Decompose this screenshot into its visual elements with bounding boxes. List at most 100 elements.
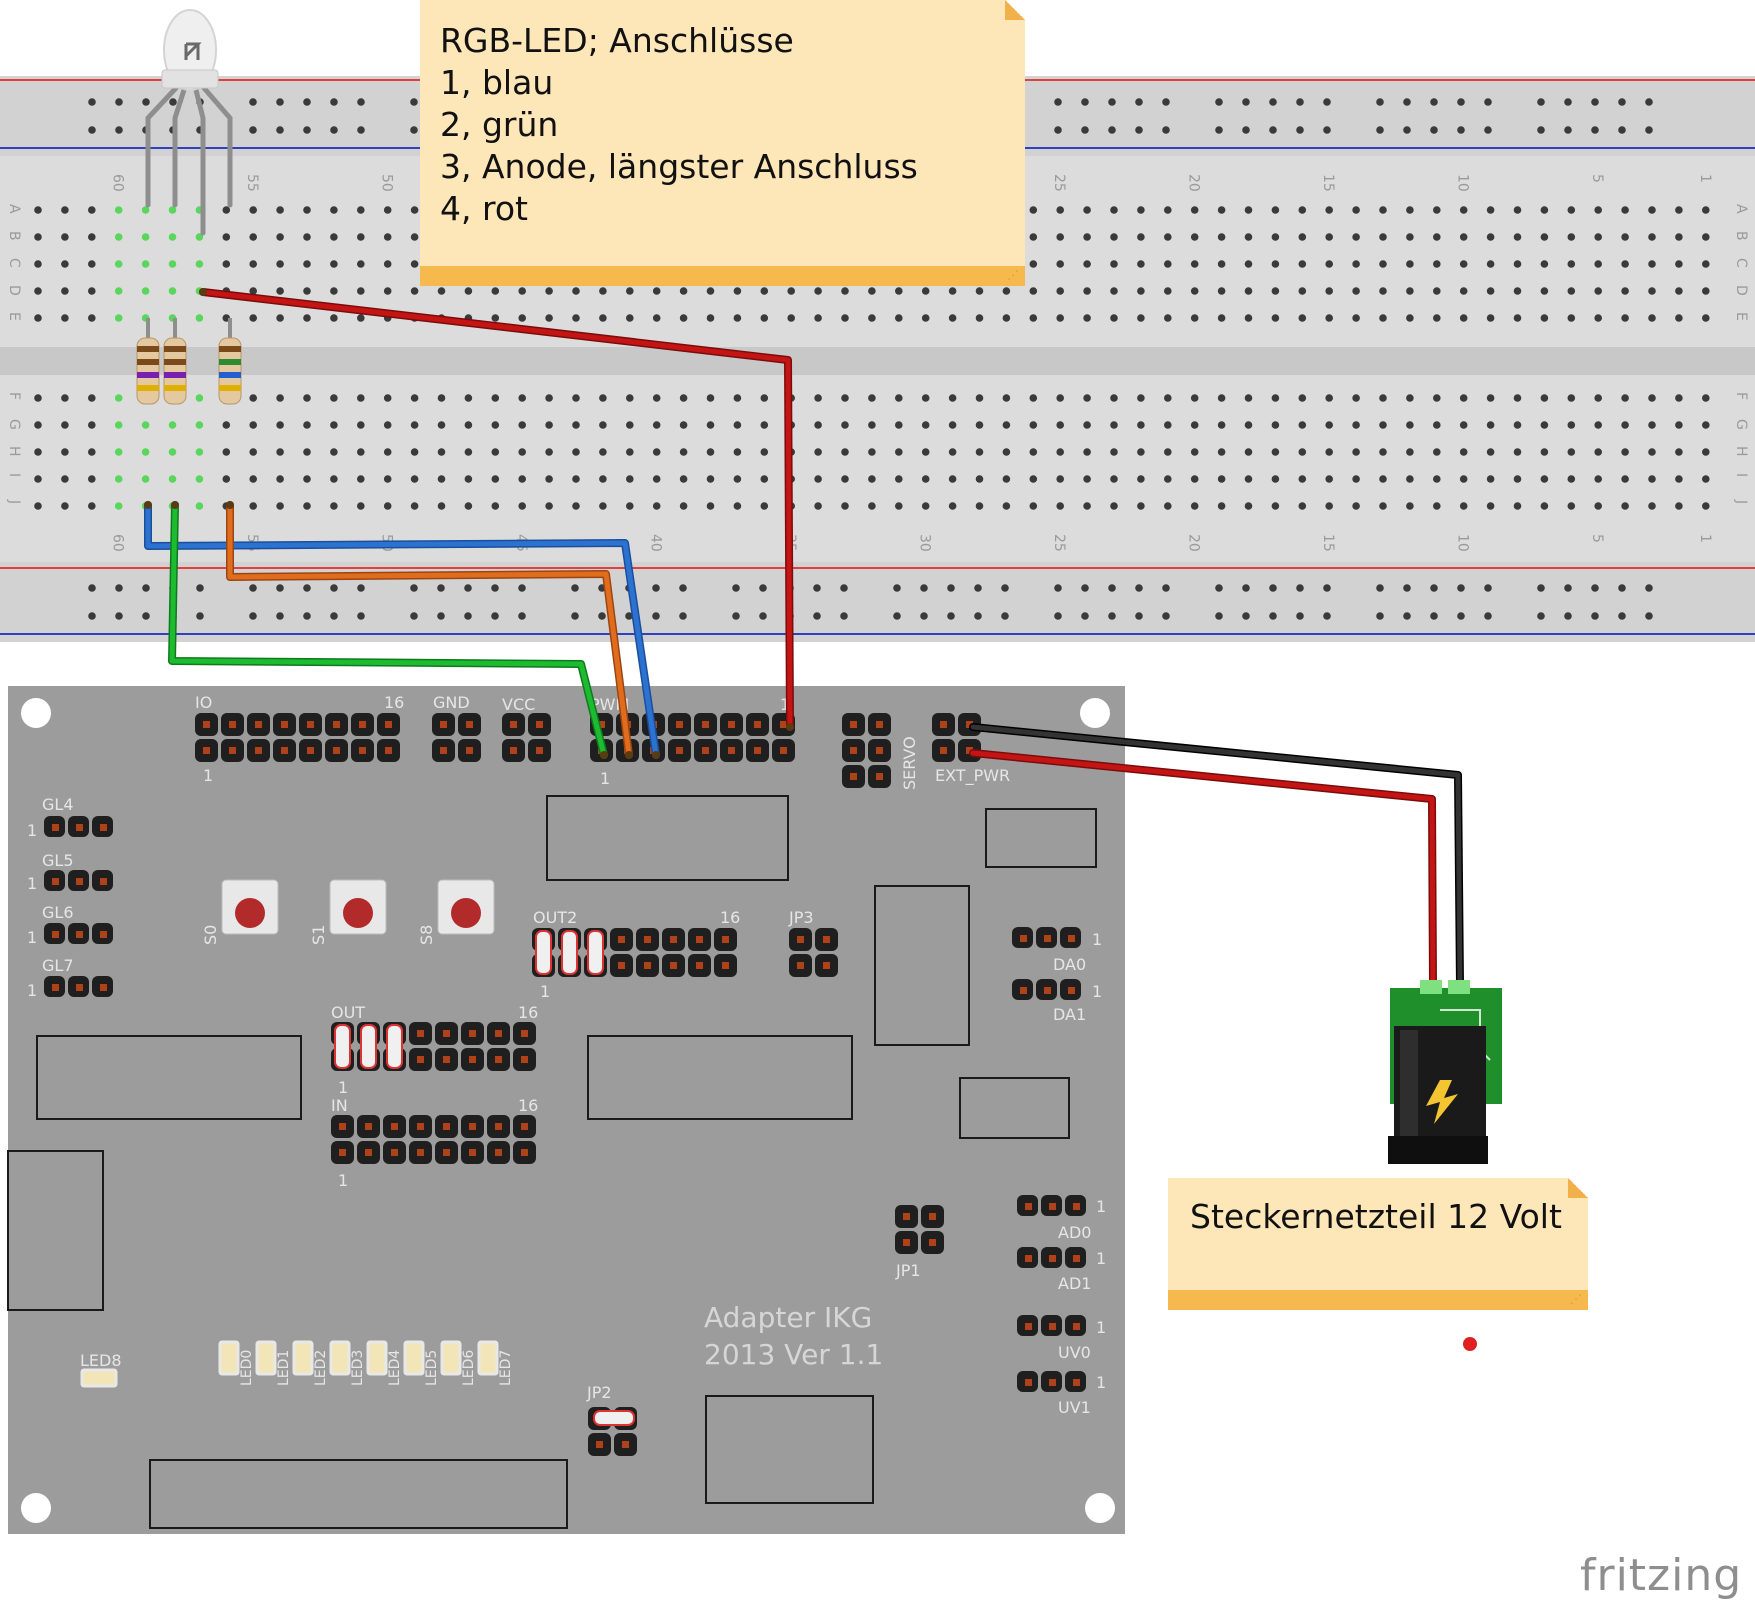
- smd-led: [440, 1340, 462, 1376]
- ic-outline: [959, 1077, 1070, 1139]
- button-s0[interactable]: [221, 879, 279, 935]
- label-led8: LED8: [80, 1351, 122, 1370]
- ic-outline: [149, 1459, 568, 1529]
- header-gnd: [432, 713, 481, 762]
- note-line: 2, grün: [440, 105, 559, 144]
- label-gl5: GL5: [42, 851, 74, 870]
- header-out: [331, 1022, 536, 1071]
- breadboard-column-number: 10: [1455, 534, 1471, 552]
- header-gl5: [44, 870, 113, 891]
- breadboard-column-number: 60: [110, 174, 126, 192]
- label-ad1: AD1: [1058, 1274, 1091, 1293]
- label-da0: DA0: [1053, 955, 1086, 974]
- breadboard-column-number: 15: [1320, 174, 1336, 192]
- header-ad1: [1017, 1247, 1086, 1268]
- label-s0: S0: [201, 925, 220, 945]
- ic-outline: [7, 1150, 104, 1311]
- header-da1: [1012, 979, 1081, 1000]
- label-gl4-1: 1: [27, 821, 37, 840]
- breadboard-row-letter: E: [6, 312, 22, 321]
- breadboard-row-letter: J: [6, 499, 22, 504]
- breadboard-row-letter: H: [1733, 446, 1749, 457]
- note-power-supply: ⋰ Steckernetzteil 12 Volt: [1168, 1178, 1588, 1310]
- smd-led: [403, 1340, 425, 1376]
- ic-outline: [874, 885, 970, 1046]
- breadboard-row-letter: G: [6, 419, 22, 430]
- breadboard-column-number: 25: [1051, 174, 1067, 192]
- resistor: [163, 318, 187, 405]
- breadboard-row-letter: B: [1733, 231, 1749, 241]
- header-gl4: [44, 816, 113, 837]
- button-s1[interactable]: [329, 879, 387, 935]
- label-io-16: 16: [384, 693, 404, 712]
- header-gl6: [44, 923, 113, 944]
- mount-hole: [21, 698, 51, 728]
- label-in: IN: [331, 1096, 348, 1115]
- label-s1: S1: [309, 925, 328, 945]
- label-gl6: GL6: [42, 903, 74, 922]
- header-jp2: [588, 1407, 637, 1456]
- note-line: RGB-LED; Anschlüsse: [440, 21, 794, 60]
- red-dot-marker: [1463, 1337, 1477, 1351]
- label-ad0: AD0: [1058, 1223, 1091, 1242]
- breadboard-column-number: 10: [1455, 174, 1471, 192]
- breadboard-row-letter: D: [6, 285, 22, 296]
- ic-outline: [705, 1395, 874, 1504]
- adapter-board: IO 16 1 GND VCC PWM 1 1 EXT_PWR SERVO GL…: [7, 686, 1125, 1534]
- label-led: LED0: [239, 1350, 255, 1386]
- header-da0: [1012, 927, 1081, 948]
- label-jp2: JP2: [586, 1383, 612, 1402]
- label-gl6-1: 1: [27, 928, 37, 947]
- smd-led8: [80, 1368, 118, 1388]
- breadboard-column-number: 1: [1697, 174, 1713, 183]
- rgb-led: [145, 9, 233, 236]
- ic-outline: [985, 808, 1097, 868]
- lightning-icon: [1426, 1080, 1458, 1124]
- label-in-1: 1: [338, 1171, 348, 1190]
- breadboard-row-letter: G: [1733, 419, 1749, 430]
- label-servo: SERVO: [900, 736, 919, 790]
- note-line: 1, blau: [440, 63, 554, 102]
- ic-outline: [546, 795, 789, 881]
- label-da1-1: 1: [1092, 982, 1102, 1001]
- label-ext-pwr: EXT_PWR: [935, 766, 1010, 786]
- ic-outline: [587, 1035, 853, 1120]
- label-ad0-1: 1: [1096, 1197, 1106, 1216]
- breadboard-row-letter: C: [1733, 258, 1749, 268]
- label-out-1: 1: [338, 1078, 348, 1097]
- label-gl4: GL4: [42, 795, 74, 814]
- label-gl7-1: 1: [27, 981, 37, 1000]
- label-uv1-1: 1: [1096, 1373, 1106, 1392]
- label-s8: S8: [417, 925, 436, 945]
- note-rgb-led-text: RGB-LED; Anschlüsse 1, blau 2, grün 3, A…: [440, 20, 918, 230]
- breadboard-row-letter: I: [1733, 473, 1749, 477]
- breadboard-column-number: 55: [244, 174, 260, 192]
- label-in-16: 16: [518, 1096, 538, 1115]
- dc-power-jack[interactable]: [1388, 980, 1502, 1164]
- breadboard-row-letter: H: [6, 446, 22, 457]
- label-pwm-1b: 1: [600, 769, 610, 788]
- fritzing-logo: fritzing: [1580, 1550, 1743, 1601]
- note-line: 4, rot: [440, 189, 528, 228]
- breadboard-column-number: 5: [1589, 534, 1605, 543]
- label-out: OUT: [331, 1003, 365, 1022]
- label-gl5-1: 1: [27, 874, 37, 893]
- label-out2-16: 16: [720, 908, 740, 927]
- header-uv1: [1017, 1371, 1086, 1392]
- header-uv0: [1017, 1315, 1086, 1336]
- label-ad1-1: 1: [1096, 1249, 1106, 1268]
- breadboard-column-number: 30: [917, 534, 933, 552]
- label-led: LED7: [498, 1350, 514, 1386]
- label-vcc: VCC: [502, 695, 535, 714]
- breadboard-column-number: 25: [1051, 534, 1067, 552]
- label-io-1: 1: [203, 766, 213, 785]
- button-s8[interactable]: [437, 879, 495, 935]
- label-jp1: JP1: [895, 1261, 921, 1280]
- mount-hole: [1080, 698, 1110, 728]
- smd-led: [366, 1340, 388, 1376]
- resistor: [136, 318, 160, 405]
- resistor: [218, 318, 242, 405]
- header-gl7: [44, 976, 113, 997]
- header-servo: [842, 713, 891, 788]
- mount-hole: [21, 1493, 51, 1523]
